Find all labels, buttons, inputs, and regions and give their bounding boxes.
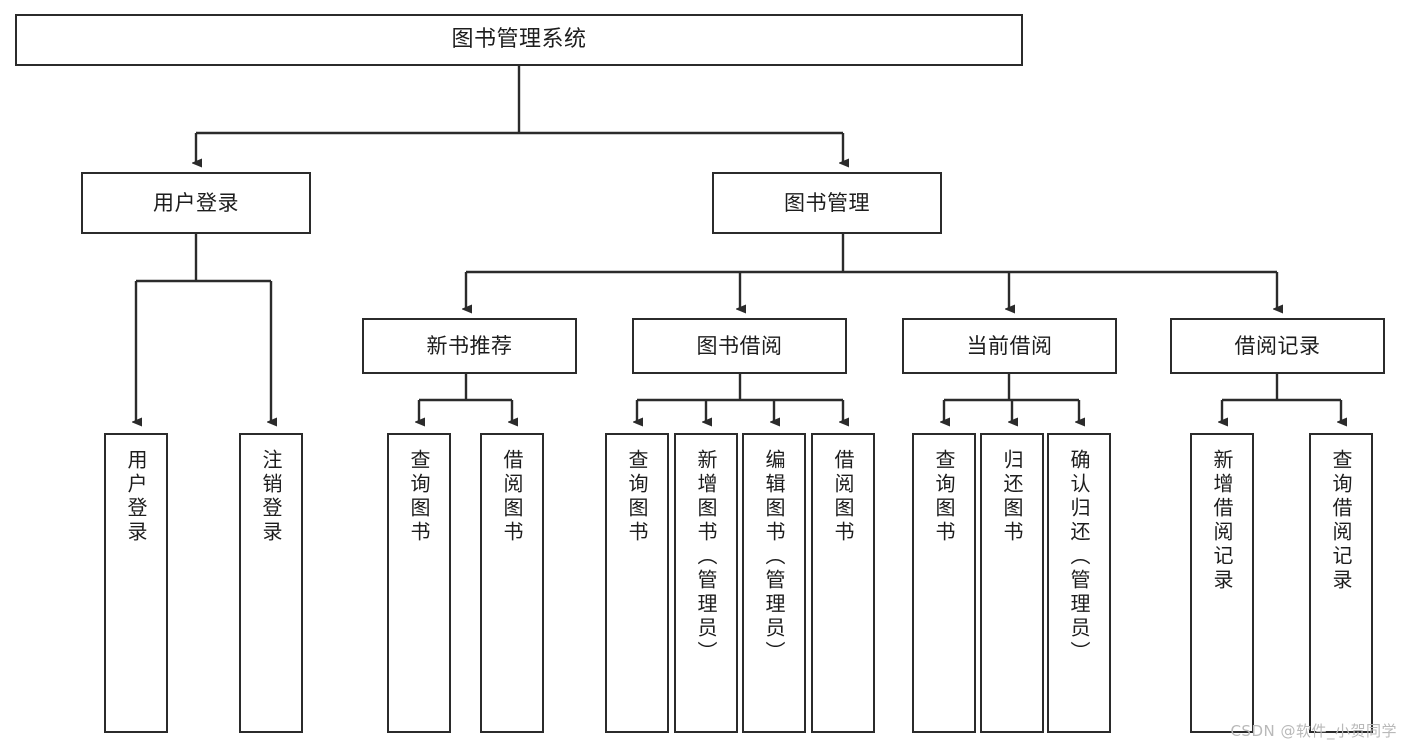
leaf-book-borrow-edit-label: 编辑图书（管理员） [762, 449, 786, 665]
node-book-management[interactable]: 图书管理 [712, 172, 942, 234]
leaf-current-borrow-query[interactable]: 查询图书 [912, 433, 976, 733]
leaf-book-borrow-add[interactable]: 新增图书（管理员） [674, 433, 738, 733]
leaf-borrow-record-query-label: 查询借阅记录 [1329, 449, 1353, 593]
leaf-borrow-record-add[interactable]: 新增借阅记录 [1190, 433, 1254, 733]
leaf-user-login-signout-label: 注销登录 [259, 449, 283, 545]
node-root-system-label: 图书管理系统 [451, 27, 587, 53]
node-user-login-label: 用户登录 [153, 190, 239, 215]
leaf-borrow-record-query[interactable]: 查询借阅记录 [1309, 433, 1373, 733]
leaf-borrow-record-add-label: 新增借阅记录 [1210, 449, 1234, 593]
watermark-credit: CSDN @软件_小贺同学 [1230, 722, 1397, 740]
leaf-book-borrow-query[interactable]: 查询图书 [605, 433, 669, 733]
leaf-new-book-borrow[interactable]: 借阅图书 [480, 433, 544, 733]
node-current-borrow[interactable]: 当前借阅 [902, 318, 1117, 374]
node-borrow-record[interactable]: 借阅记录 [1170, 318, 1385, 374]
leaf-current-borrow-confirm[interactable]: 确认归还（管理员） [1047, 433, 1111, 733]
leaf-book-borrow-add-label: 新增图书（管理员） [694, 449, 718, 665]
node-new-book-recommend[interactable]: 新书推荐 [362, 318, 577, 374]
leaf-user-login-signout[interactable]: 注销登录 [239, 433, 303, 733]
leaf-book-borrow-lend-label: 借阅图书 [831, 449, 855, 545]
leaf-current-borrow-return[interactable]: 归还图书 [980, 433, 1044, 733]
leaf-current-borrow-confirm-label: 确认归还（管理员） [1067, 449, 1091, 665]
node-book-management-label: 图书管理 [784, 190, 870, 215]
node-book-borrow[interactable]: 图书借阅 [632, 318, 847, 374]
leaf-new-book-query[interactable]: 查询图书 [387, 433, 451, 733]
node-book-borrow-label: 图书借阅 [696, 333, 783, 358]
node-new-book-recommend-label: 新书推荐 [426, 333, 513, 358]
leaf-user-login-signin-label: 用户登录 [124, 449, 148, 545]
node-user-login[interactable]: 用户登录 [81, 172, 311, 234]
leaf-new-book-borrow-label: 借阅图书 [500, 449, 524, 545]
leaf-current-borrow-return-label: 归还图书 [1000, 449, 1024, 545]
node-root-system[interactable]: 图书管理系统 [15, 14, 1023, 66]
leaf-new-book-query-label: 查询图书 [407, 449, 431, 545]
leaf-book-borrow-query-label: 查询图书 [625, 449, 649, 545]
leaf-current-borrow-query-label: 查询图书 [932, 449, 956, 545]
node-current-borrow-label: 当前借阅 [966, 333, 1053, 358]
node-borrow-record-label: 借阅记录 [1234, 333, 1321, 358]
leaf-book-borrow-edit[interactable]: 编辑图书（管理员） [742, 433, 806, 733]
leaf-user-login-signin[interactable]: 用户登录 [104, 433, 168, 733]
leaf-book-borrow-lend[interactable]: 借阅图书 [811, 433, 875, 733]
